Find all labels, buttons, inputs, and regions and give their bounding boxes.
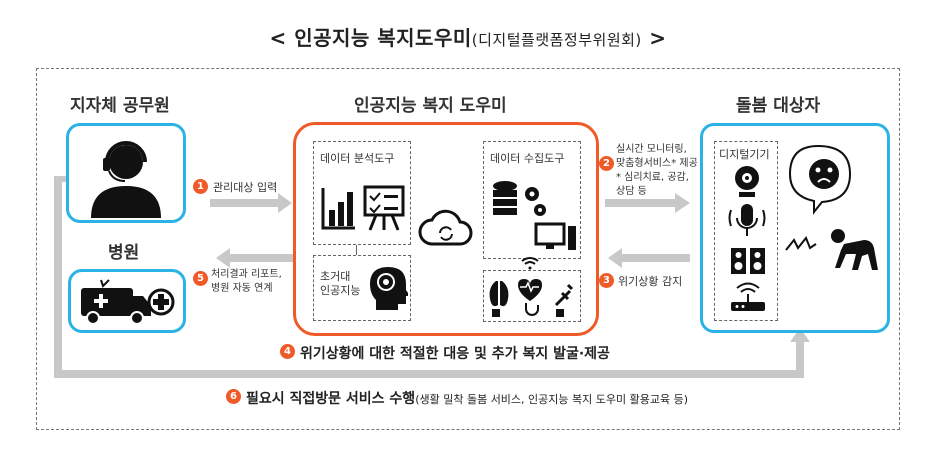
- distress-face-icon: [788, 144, 852, 215]
- step-5-label: 처리결과 리포트, 병원 자동 연계: [211, 268, 282, 296]
- ambulance-icon: [81, 279, 151, 325]
- arrow-5-head: [216, 248, 230, 268]
- arrow-1-shaft: [210, 199, 280, 207]
- database-gear-icon: [493, 181, 546, 216]
- operator-headset-icon: [91, 141, 161, 218]
- step-2-line2: 맞춤형서비스* 제공: [616, 158, 698, 169]
- fallen-person-icon: [831, 229, 878, 270]
- analysis-tool-label: 데이터 분석도구: [320, 152, 395, 165]
- digital-devices-box: 디지털기기: [714, 141, 778, 321]
- arrow-2-shaft: [605, 199, 677, 207]
- llm-label: 초거대 인공지능: [320, 270, 360, 298]
- health-sensor-icons: [489, 279, 574, 317]
- step-4-badge: 4: [280, 344, 295, 359]
- care-target-illustration: [785, 144, 878, 270]
- step-1-badge: 1: [193, 179, 208, 194]
- arrow-6-up: [796, 340, 804, 378]
- llm-box: 초거대 인공지능: [313, 255, 411, 321]
- ai-head-icon: [370, 267, 408, 310]
- hospital-box: [68, 269, 186, 333]
- analysis-tool-box: 데이터 분석도구: [313, 141, 411, 245]
- step-6-badge: 6: [226, 389, 241, 404]
- step-6-label: 필요시 직접방문 서비스 수행(생활 밀착 돌봄 서비스, 인공지능 복지 도우…: [246, 388, 688, 408]
- arrow-6-down: [54, 176, 62, 374]
- arrow-6-head: [790, 328, 810, 342]
- step-2-line4: 상담 등: [616, 186, 647, 197]
- step-6-detail: (생활 밀착 돌봄 서비스, 인공지능 복지 도우미 활용교육 등): [415, 393, 688, 406]
- step-5-line1: 처리결과 리포트,: [211, 269, 282, 280]
- step-4-label: 위기상황에 대한 적절한 대응 및 추가 복지 발굴·제공: [300, 346, 610, 362]
- officer-box: [66, 123, 186, 223]
- step-5-badge: 5: [193, 271, 208, 286]
- step-2-badge: 2: [599, 156, 614, 171]
- step-2-line1: 실시간 모니터링,: [616, 144, 687, 155]
- arrow-1-head: [278, 193, 292, 213]
- speaker-icon: [731, 248, 765, 274]
- step-3-label: 위기상황 감지: [618, 275, 683, 288]
- cloud-sync-icon: [418, 209, 473, 246]
- arrow-3-head: [608, 248, 622, 268]
- step-2-line3: * 심리치료, 공감,: [616, 172, 689, 183]
- hospital-heading: 병원: [108, 243, 140, 263]
- digital-devices-label: 디지털기기: [719, 148, 770, 161]
- step-6-main: 필요시 직접방문 서비스 수행: [246, 391, 416, 407]
- title-main: < 인공지능 복지도우미: [269, 26, 472, 50]
- microphone-icon: [728, 204, 766, 236]
- officer-heading: 지자체 공무원: [70, 96, 170, 116]
- diagram-title: < 인공지능 복지도우미(디지털플랫폼정부위원회) >: [0, 22, 936, 51]
- llm-label-line1: 초거대: [320, 270, 351, 283]
- health-sensor-box: [483, 270, 581, 322]
- wifi-icon: [521, 257, 539, 270]
- step-5-line2: 병원 자동 연계: [211, 283, 273, 294]
- medical-cross-icon: [147, 288, 175, 316]
- connector-line: [356, 245, 357, 255]
- arrow-2-head: [675, 193, 690, 213]
- presentation-board-icon: [363, 185, 405, 231]
- router-icon: [731, 282, 765, 311]
- arrow-3-shaft: [620, 254, 690, 262]
- bar-chart-icon: [321, 188, 355, 230]
- center-heading: 인공지능 복지 도우미: [354, 96, 507, 116]
- title-end: >: [649, 26, 667, 50]
- computer-icon: [534, 222, 576, 250]
- webcam-icon: [735, 166, 759, 197]
- step-2-label: 실시간 모니터링, 맞춤형서비스* 제공 * 심리치료, 공감, 상담 등: [616, 143, 698, 199]
- arrow-6-bottom: [54, 370, 804, 378]
- arrow-5-shaft: [228, 254, 298, 262]
- diagram-frame: [36, 68, 900, 430]
- collection-tool-box: 데이터 수집도구: [483, 141, 581, 259]
- step-1-label: 관리대상 입력: [213, 181, 278, 194]
- impact-mark: [785, 236, 817, 251]
- collection-tool-label: 데이터 수집도구: [490, 152, 565, 165]
- step-3-badge: 3: [599, 273, 614, 288]
- title-source: (디지털플랫폼정부위원회): [471, 31, 642, 49]
- llm-label-line2: 인공지능: [320, 284, 361, 297]
- care-target-heading: 돌봄 대상자: [736, 96, 821, 116]
